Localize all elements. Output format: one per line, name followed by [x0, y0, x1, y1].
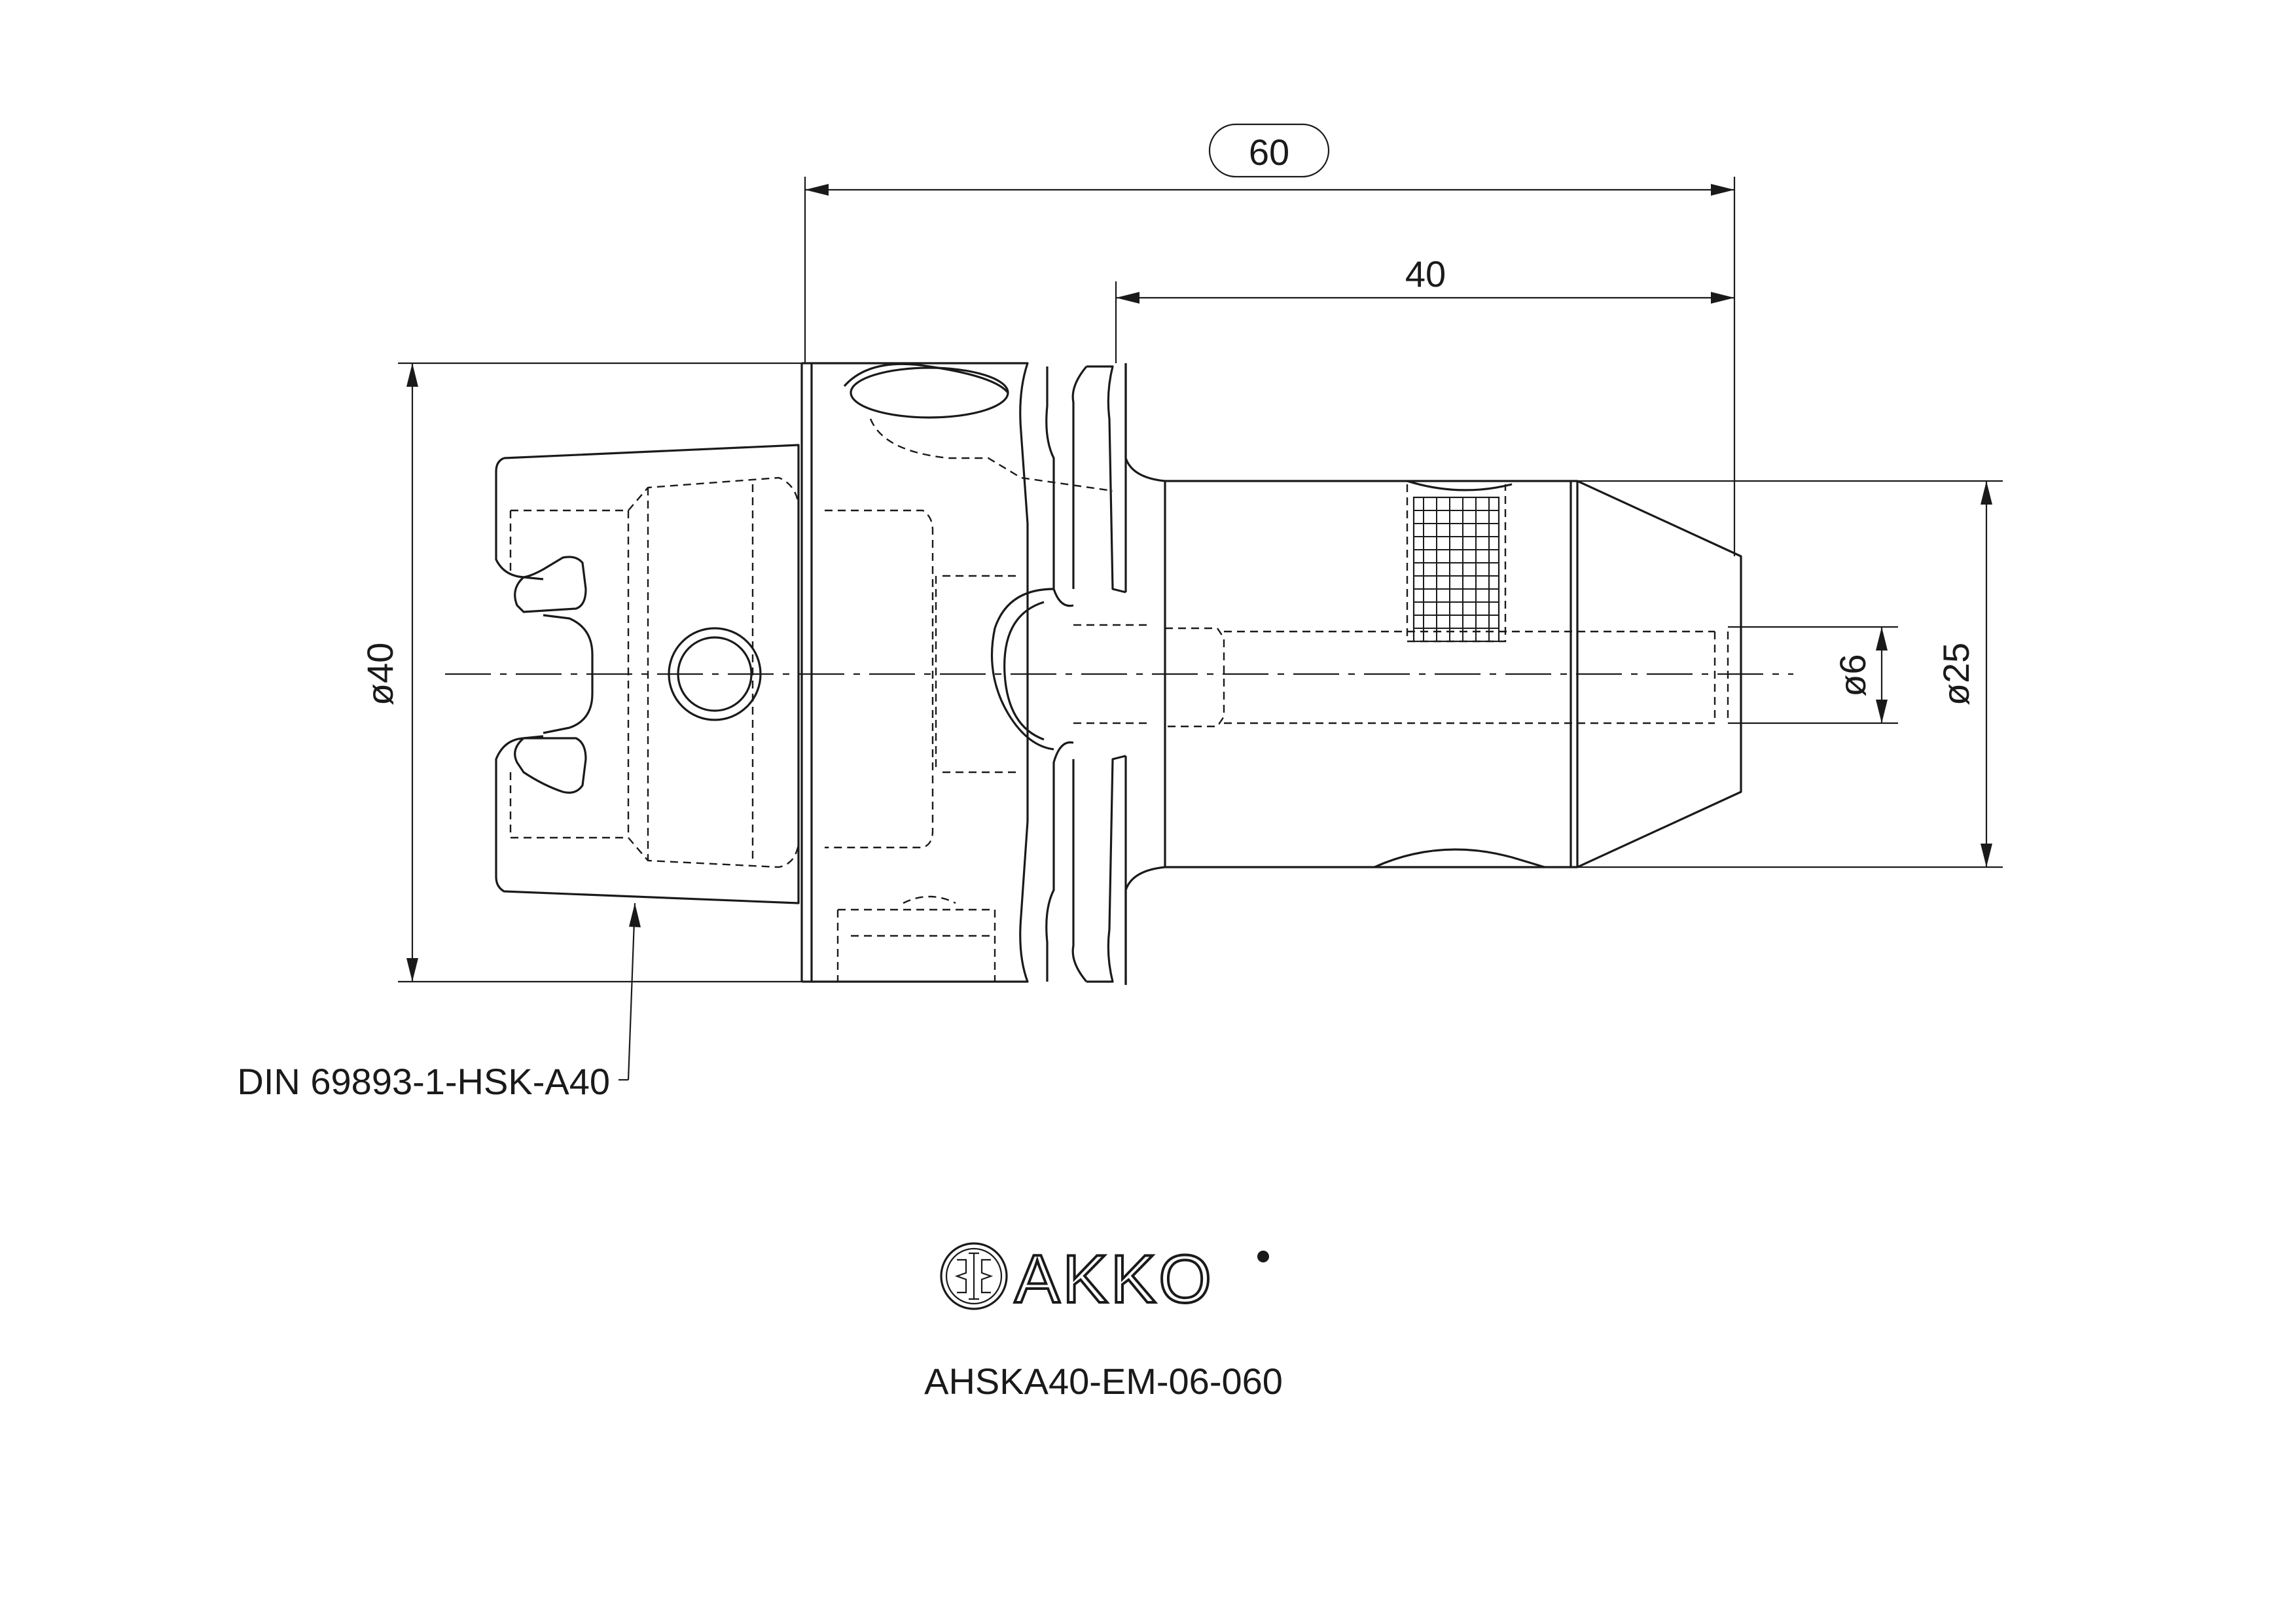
akko-wordmark: AKKO	[1014, 1241, 1214, 1317]
dimension-overall-length: 60	[804, 123, 1736, 556]
product-code: AHSKA40-EM-06-060	[924, 1361, 1283, 1402]
flange-body	[800, 362, 1152, 985]
front-shank	[1124, 363, 1742, 985]
dimension-60-label: 60	[1249, 132, 1289, 173]
akko-logo: AKKO	[940, 1240, 1269, 1319]
dimension-60-box	[1208, 123, 1330, 178]
hsk-taper-shank	[495, 444, 800, 904]
dimension-shank-diameter: ø25	[1577, 480, 2003, 868]
standard-callout: DIN 69893-1-HSK-A40	[237, 902, 641, 1102]
dimension-40-label: 40	[1405, 253, 1446, 294]
dimension-d6-label: ø6	[1832, 654, 1873, 696]
registered-mark-icon	[1257, 1251, 1269, 1262]
dimension-d40-label: ø40	[359, 643, 401, 706]
akko-emblem-icon	[940, 1242, 1008, 1310]
standard-callout-label: DIN 69893-1-HSK-A40	[237, 1061, 610, 1102]
dimension-flange-diameter: ø40	[359, 362, 812, 983]
dimension-d25-label: ø25	[1935, 643, 1977, 706]
set-screw	[1412, 496, 1500, 643]
dimension-bore-diameter: ø6	[1728, 626, 1898, 724]
dimension-shank-length: 40	[1115, 253, 1734, 363]
